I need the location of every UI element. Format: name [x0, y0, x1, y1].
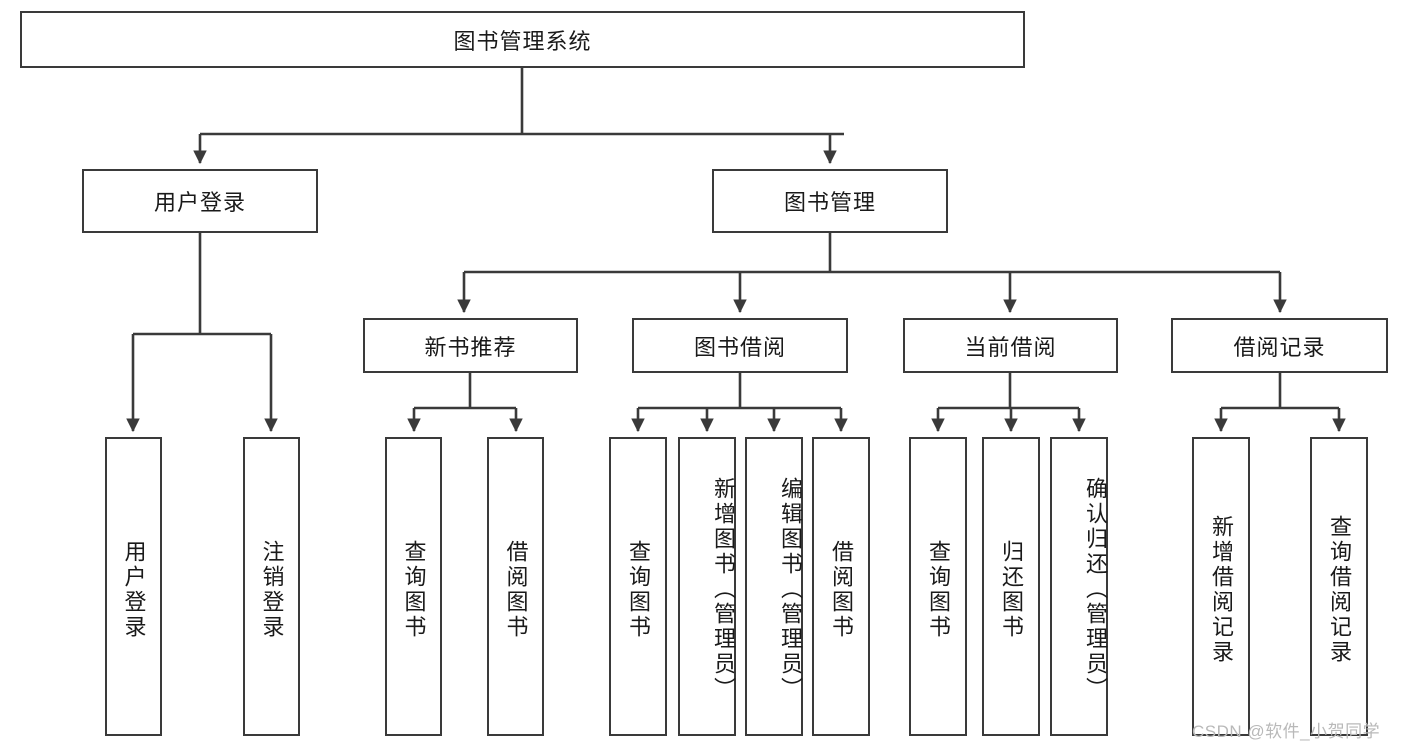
- node-user-login[interactable]: 用户登录: [82, 169, 318, 233]
- node-leaf-borrow-add-book[interactable]: 新增图书（管理员）: [678, 437, 736, 736]
- node-borrow-record[interactable]: 借阅记录: [1171, 318, 1388, 373]
- node-leaf-cur-query-book[interactable]: 查询图书: [909, 437, 967, 736]
- node-leaf-rec-query-book[interactable]: 查询图书: [385, 437, 442, 736]
- node-current-borrow[interactable]: 当前借阅: [903, 318, 1118, 373]
- node-leaf-user-logout[interactable]: 注销登录: [243, 437, 300, 736]
- node-leaf-cur-return-book[interactable]: 归还图书: [982, 437, 1040, 736]
- node-new-book-rec[interactable]: 新书推荐: [363, 318, 578, 373]
- node-leaf-borrow-query-book[interactable]: 查询图书: [609, 437, 667, 736]
- node-root-root[interactable]: 图书管理系统: [20, 11, 1025, 68]
- node-leaf-rec-add-record[interactable]: 新增借阅记录: [1192, 437, 1250, 736]
- node-book-borrow[interactable]: 图书借阅: [632, 318, 848, 373]
- node-book-manage[interactable]: 图书管理: [712, 169, 948, 233]
- node-leaf-rec-query-record[interactable]: 查询借阅记录: [1310, 437, 1368, 736]
- node-leaf-user-login[interactable]: 用户登录: [105, 437, 162, 736]
- node-leaf-borrow-edit-book[interactable]: 编辑图书（管理员）: [745, 437, 803, 736]
- node-leaf-borrow-lend-book[interactable]: 借阅图书: [812, 437, 870, 736]
- node-leaf-cur-confirm-return[interactable]: 确认归还（管理员）: [1050, 437, 1108, 736]
- node-leaf-rec-borrow-book[interactable]: 借阅图书: [487, 437, 544, 736]
